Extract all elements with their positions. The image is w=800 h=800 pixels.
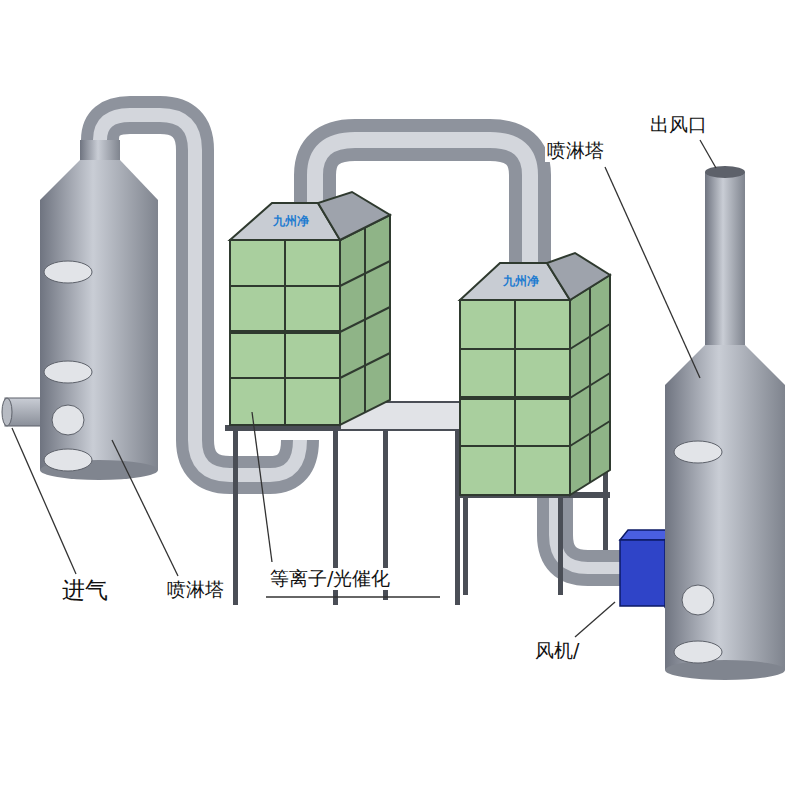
brand-logo: 九州净: [503, 275, 539, 289]
duct: [555, 490, 625, 568]
part-label: 出风口: [648, 114, 709, 136]
part-label: 喷淋塔: [165, 579, 226, 601]
fan: [620, 530, 672, 606]
part-label: 等离子/光催化: [268, 568, 392, 590]
plasma-unit: [230, 192, 390, 425]
part-label: 风机/: [533, 640, 581, 662]
part-label: 进气: [60, 577, 110, 603]
part-label: 喷淋塔: [545, 140, 606, 162]
spray-tower: [2, 140, 158, 480]
brand-logo: 九州净: [273, 215, 309, 229]
duct-highlight: [555, 490, 625, 568]
photocatalysis-unit: [460, 253, 610, 495]
leader-line: [12, 140, 716, 637]
spray-tower: [665, 166, 785, 680]
